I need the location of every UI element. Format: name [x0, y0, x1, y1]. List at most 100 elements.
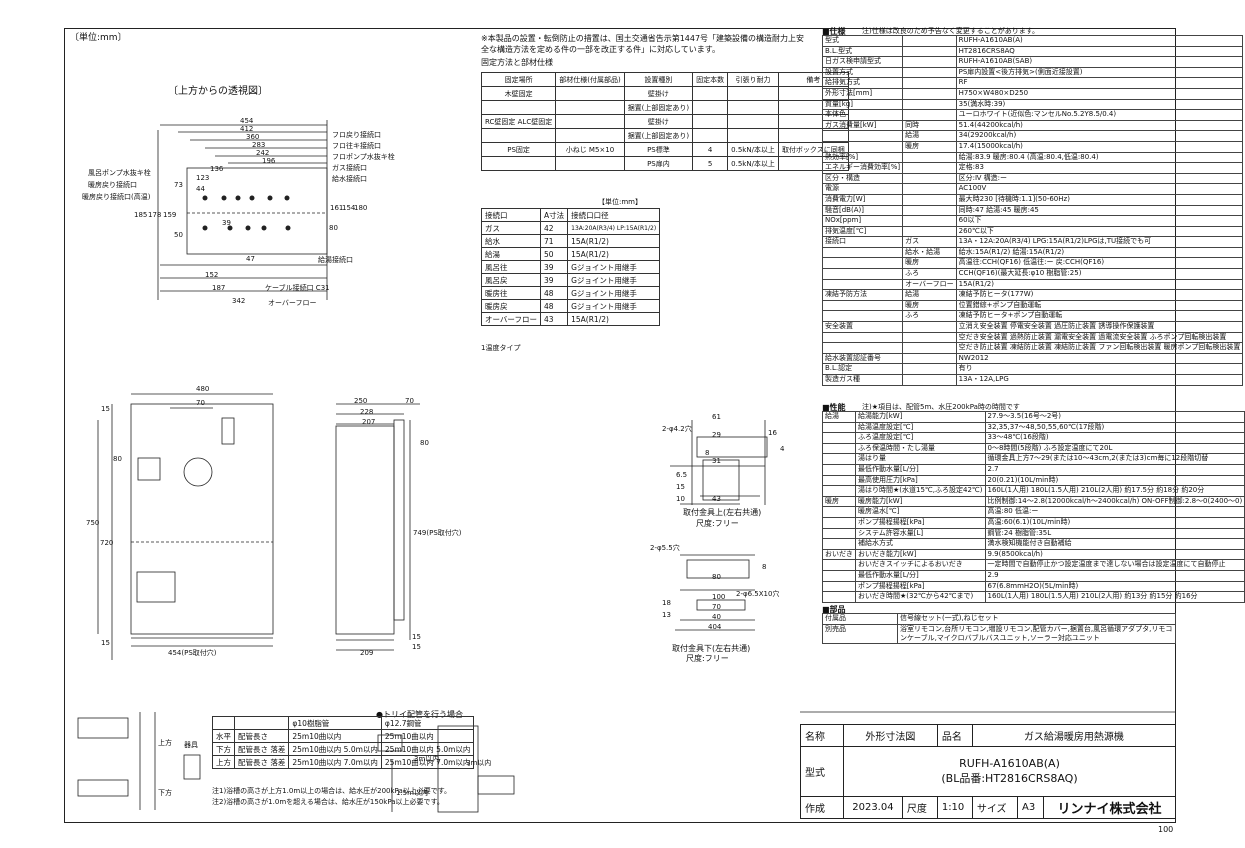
cell: 160L(1人用) 180L(1.5人用) 210L(2人用) 約17.5分 約… — [984, 485, 1245, 497]
dim-text: 73 — [174, 181, 183, 189]
cell: 最大時230 [待機時:1.1](50-60Hz) — [955, 193, 1244, 206]
cell: 15A(R1/2) — [567, 234, 661, 248]
cell: 15A(R1/2) — [567, 247, 661, 261]
cell — [821, 246, 904, 259]
spec-note: 注)仕様は改良のため予告なく変更することがあります。 — [862, 27, 1040, 35]
cell: 信号線セット(一式),ねじセット — [897, 613, 1176, 625]
cell: 日ガス検申請型式 — [821, 56, 904, 68]
dim-text: 185 — [134, 211, 148, 219]
cell: 質量[kg] — [821, 98, 904, 111]
cell: 60以下 — [955, 215, 1244, 227]
spec-row: おいだきスイッチによるおいだき一定時間で自動停止かつ設定温度まで達しない場合は設… — [822, 559, 1245, 571]
cell: 定格:83 — [955, 162, 1244, 174]
spec-row: 熱効率[%]給湯:83.9 暖房:80.4 (高温:80.4,低温:80.4) — [821, 151, 1244, 164]
cell: 設置種別 — [623, 72, 694, 87]
dim-text: 10 — [676, 495, 685, 503]
dim-text: 43 — [712, 495, 721, 503]
front-window — [137, 457, 161, 481]
cell: 騒音[dB(A)] — [821, 204, 904, 217]
cell: 上方 — [212, 755, 235, 769]
cell: 5 — [692, 156, 729, 171]
cell: 鋼管:24 樹脂管:35L — [984, 527, 1245, 540]
cell — [822, 485, 856, 497]
dim-text: 15 — [412, 633, 421, 641]
tb-name-value: 外形寸法図 — [843, 724, 938, 747]
dim-text: 187 — [212, 284, 226, 292]
callout-heat-return-low: 暖房戻り接続口 — [88, 181, 137, 189]
dim-text: 39 — [222, 219, 231, 227]
cell: 25m10曲以内 5.0m以内 — [380, 742, 475, 756]
cell: 35(満水時:39) — [955, 98, 1244, 111]
spec-row: 消費電力[W]最大時230 [待機時:1.1](50-60Hz) — [821, 193, 1244, 206]
cell — [902, 172, 957, 185]
spec-row: ポンプ揚程揚程[kPa]67(6.8mmH2O)(5L/min時) — [822, 580, 1245, 593]
spec-row: ふろ凍結予防ヒータ+ポンプ自動運転 — [821, 310, 1244, 323]
cell: 熱効率[%] — [821, 151, 904, 164]
spec-row: 暖房暖房能力[kW]比例制御:14〜2.8(12000kcal/h〜2400kc… — [822, 495, 1245, 508]
dim-text: 2-φ6.5X10穴 — [736, 590, 780, 598]
cell — [902, 162, 957, 174]
page-number: 100 — [1158, 825, 1174, 834]
cell: 同時 — [902, 119, 957, 132]
cell — [821, 331, 904, 344]
cell: 暖房温水[℃] — [855, 506, 986, 518]
dim-text: 480 — [196, 385, 210, 393]
dim-text: 207 — [362, 418, 376, 426]
spec-row: 給湯温度設定[℃]32,35,37〜48,50,55,60℃(17段階) — [822, 421, 1245, 434]
dim-text: 29 — [712, 431, 721, 439]
cell — [822, 516, 856, 529]
cell: 湯はり量 — [855, 453, 986, 465]
spec-row: 最低作動水量[L/分]2.7 — [822, 463, 1245, 476]
dim-text: 70 — [405, 397, 414, 405]
connections-unit: 【単位:mm】 — [598, 198, 642, 206]
cell: 51.4(44200kcal/h) — [955, 119, 1244, 132]
spec-row: おいだきおいだき能力[kW]9.9(8500kcal/h) — [822, 548, 1245, 561]
cell: 本体色 — [821, 109, 904, 121]
cell: 配管長さ — [233, 729, 290, 743]
cell: 木壁固定 — [480, 86, 557, 101]
perspective-title: 〔上方からの透視図〕 — [168, 86, 268, 97]
cell — [822, 580, 856, 593]
cell: 0.5kN/本以上 — [727, 142, 779, 157]
callout-water-in: 給水接続口 — [332, 175, 367, 183]
dim-text: 44 — [196, 185, 205, 193]
dim-text: 16 — [768, 429, 777, 437]
cell: 壁掛け — [623, 114, 694, 129]
tb-scale-label: 尺度 — [901, 796, 938, 819]
cell — [212, 716, 235, 730]
dim-text: 15 — [676, 483, 685, 491]
perf-table: 給湯給湯能力[kW]27.9〜3.5(16号〜2号)給湯温度設定[℃]32,35… — [822, 411, 1245, 603]
cell: A寸法 — [539, 208, 569, 222]
callout-cable: ケーブル接続口 C31 — [265, 284, 330, 292]
cell: 据置(上部固定あり) — [623, 100, 694, 115]
cell: 凍結予防方法 — [821, 289, 904, 301]
cell: 給排気方式 — [821, 77, 904, 89]
cell — [902, 193, 957, 206]
bracket-top-caption: 取付金具上(左右共通) — [683, 508, 762, 517]
cell: 安全装置 — [821, 321, 904, 333]
cell: Gジョイント用継手 — [567, 273, 661, 287]
tb-model-value-2: (BL品番:HT2816CRS8AQ) — [941, 772, 1078, 785]
cell — [822, 559, 856, 571]
cell: オーバーフロー — [902, 278, 957, 291]
dim-text: 31 — [712, 457, 721, 465]
spec-row: 騒音[dB(A)]同時:47 給湯:45 暖房:45 — [821, 204, 1244, 217]
spec-row: 外形寸法[mm]H750×W480×D250 — [821, 87, 1244, 100]
cell — [822, 569, 856, 582]
cell: 壁掛け — [623, 86, 694, 101]
cell: おいだきスイッチによるおいだき — [855, 559, 986, 571]
spec-row: 給湯給湯能力[kW]27.9〜3.5(16号〜2号) — [822, 411, 1245, 423]
cell — [902, 352, 957, 365]
dim-text: 161 — [330, 204, 344, 212]
callout-bath-return: フロ戻り接続口 — [332, 131, 381, 139]
cell — [821, 342, 904, 354]
cell — [902, 45, 957, 58]
cell: 0.5kN/本以上 — [727, 156, 779, 171]
cell: RF — [955, 77, 1244, 89]
dim-text: 80 — [329, 224, 338, 232]
spec-row: 暖房高温往:CCH(QF16) 低温往:ー 戻:CCH(QF16) — [821, 257, 1244, 270]
spec-row: 空だき安全装置 過熱防止装置 漏電安全装置 過電流安全装置 ふろポンプ回転検出装… — [821, 331, 1244, 344]
